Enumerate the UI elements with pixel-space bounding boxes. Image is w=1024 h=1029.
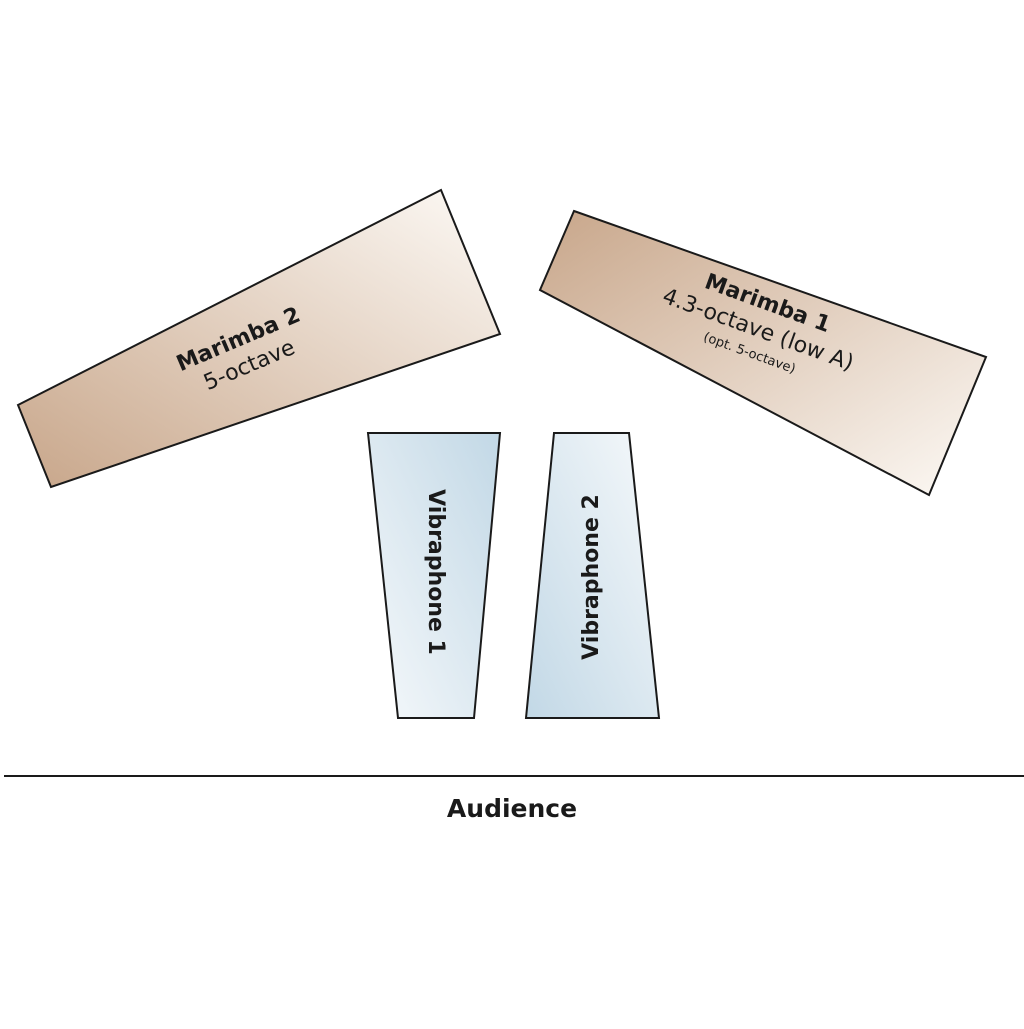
audience-label: Audience [447, 794, 577, 823]
vibraphone-2-label: Vibraphone 2 [579, 494, 604, 660]
marimba-2-shape [16, 188, 502, 489]
marimba-2: Marimba 2 5-octave [16, 188, 502, 489]
marimba-1: Marimba 1 4.3-octave (low A) (opt. 5-oct… [538, 209, 988, 497]
vibraphone-1-shape [366, 432, 502, 719]
marimba-1-shape [538, 209, 988, 497]
vibraphone-1: Vibraphone 1 [366, 432, 502, 719]
vibraphone-2: Vibraphone 2 [524, 432, 661, 719]
vibraphone-2-shape [524, 432, 661, 719]
vibraphone-1-label: Vibraphone 1 [423, 489, 448, 655]
